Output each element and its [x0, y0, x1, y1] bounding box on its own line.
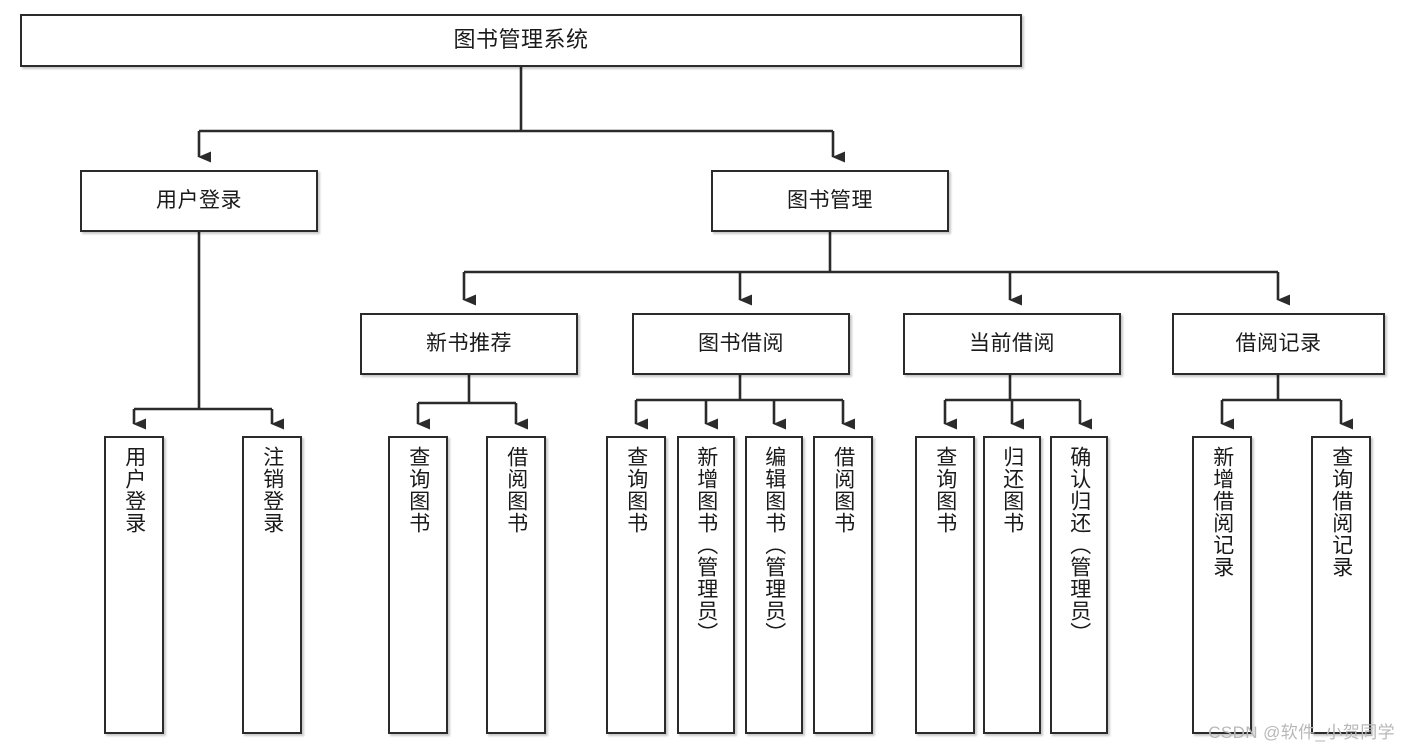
node-root[interactable]: 图书管理系统: [20, 14, 1022, 67]
node-leaf-borrow-book-1[interactable]: 借阅图书: [486, 436, 546, 734]
node-book-borrow[interactable]: 图书借阅: [632, 313, 850, 375]
node-new-book-rec[interactable]: 新书推荐: [360, 313, 578, 375]
node-leaf-add-book-label: 新增图书（管理员）: [694, 446, 718, 644]
node-leaf-query-record-label: 查询借阅记录: [1329, 446, 1353, 578]
node-leaf-return-book[interactable]: 归还图书: [983, 436, 1041, 734]
node-leaf-query-book-1[interactable]: 查询图书: [388, 436, 448, 734]
node-leaf-query-book-2-label: 查询图书: [624, 446, 648, 534]
node-leaf-user-login-label: 用户登录: [122, 446, 146, 534]
node-leaf-add-record[interactable]: 新增借阅记录: [1192, 436, 1252, 734]
node-current-borrow-label: 当前借阅: [969, 332, 1055, 356]
node-leaf-confirm-return-label: 确认归还（管理员）: [1067, 446, 1091, 644]
node-leaf-confirm-return[interactable]: 确认归还（管理员）: [1050, 436, 1108, 734]
csdn-watermark: CSDN @软件_小贺同学: [1208, 723, 1395, 742]
node-leaf-query-book-2[interactable]: 查询图书: [606, 436, 666, 734]
node-leaf-add-record-label: 新增借阅记录: [1210, 446, 1234, 578]
node-leaf-borrow-book-2-label: 借阅图书: [831, 446, 855, 534]
node-root-label: 图书管理系统: [453, 27, 589, 53]
node-book-borrow-label: 图书借阅: [698, 332, 784, 356]
node-leaf-query-record[interactable]: 查询借阅记录: [1311, 436, 1371, 734]
node-leaf-user-logout[interactable]: 注销登录: [242, 436, 302, 734]
node-leaf-edit-book[interactable]: 编辑图书（管理员）: [745, 436, 803, 734]
node-leaf-return-book-label: 归还图书: [1000, 446, 1024, 534]
node-leaf-user-login[interactable]: 用户登录: [104, 436, 164, 734]
node-user-login[interactable]: 用户登录: [80, 170, 318, 232]
node-book-manage-label: 图书管理: [787, 189, 873, 213]
node-book-manage[interactable]: 图书管理: [711, 170, 949, 232]
node-leaf-edit-book-label: 编辑图书（管理员）: [762, 446, 786, 644]
node-leaf-borrow-book-1-label: 借阅图书: [504, 446, 528, 534]
node-leaf-query-book-3-label: 查询图书: [933, 446, 957, 534]
node-leaf-user-logout-label: 注销登录: [260, 446, 284, 534]
node-leaf-borrow-book-2[interactable]: 借阅图书: [813, 436, 873, 734]
node-leaf-query-book-3[interactable]: 查询图书: [915, 436, 975, 734]
node-leaf-add-book[interactable]: 新增图书（管理员）: [677, 436, 735, 734]
node-borrow-record-label: 借阅记录: [1235, 332, 1322, 356]
node-leaf-query-book-1-label: 查询图书: [406, 446, 430, 534]
node-user-login-label: 用户登录: [156, 189, 242, 213]
node-borrow-record[interactable]: 借阅记录: [1172, 313, 1385, 375]
node-current-borrow[interactable]: 当前借阅: [903, 313, 1121, 375]
node-new-book-rec-label: 新书推荐: [426, 332, 512, 356]
